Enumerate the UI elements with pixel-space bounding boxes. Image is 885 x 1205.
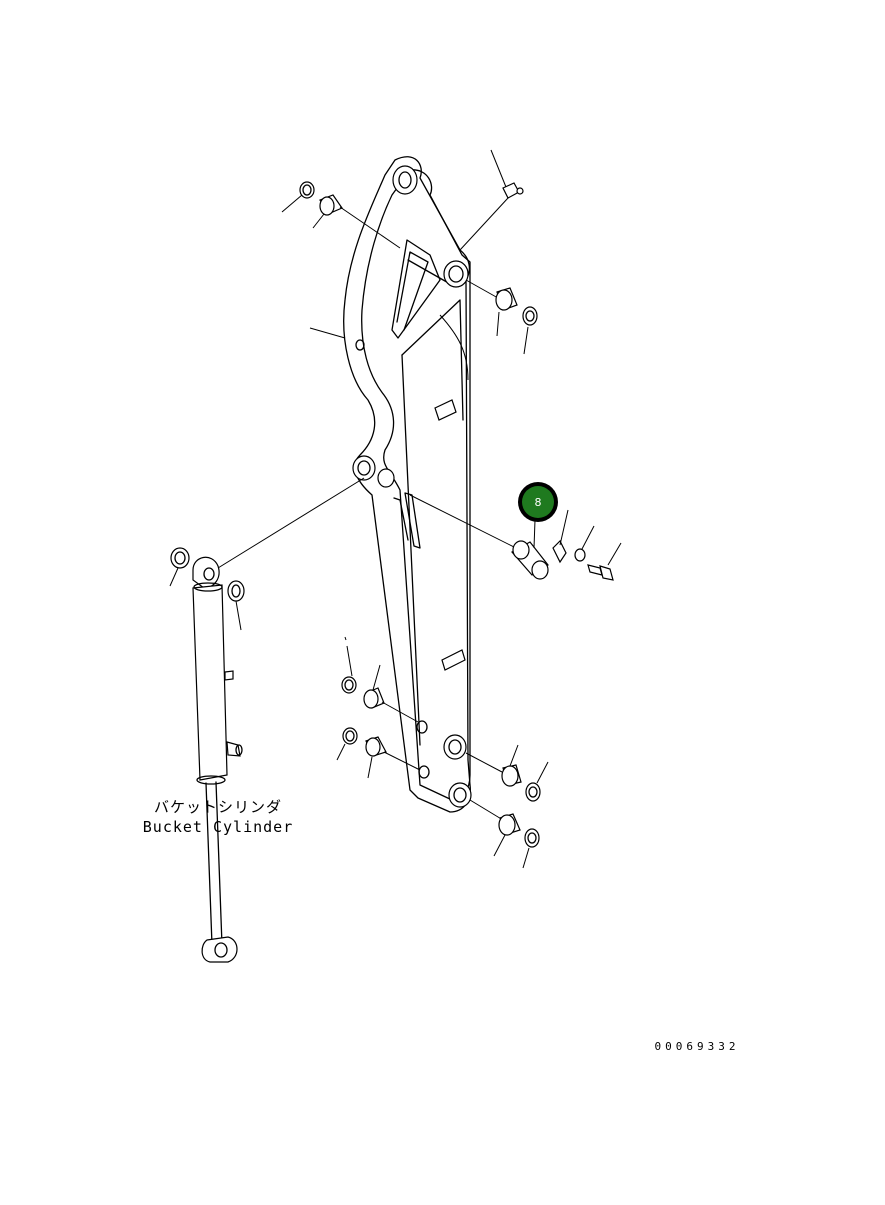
grease-fitting xyxy=(459,149,524,251)
cylinder-mount-boss xyxy=(352,455,376,481)
arm-structure xyxy=(343,156,472,813)
callout-8-badge[interactable]: 8 xyxy=(518,482,558,522)
cylinder-label-english: Bucket Cylinder xyxy=(143,818,293,836)
stopper-block-upper xyxy=(434,399,457,421)
callout-number: 8 xyxy=(535,496,542,509)
arm-leader xyxy=(309,327,346,339)
upper-right-bushing xyxy=(465,279,538,355)
pin-assembly xyxy=(409,494,622,581)
lower-right-bushings xyxy=(465,744,549,869)
stopper-block-lower xyxy=(441,649,466,671)
top-bushing-assembly xyxy=(281,181,401,249)
lower-left-bushings xyxy=(336,636,421,779)
bucket-cylinder xyxy=(169,477,365,963)
cylinder-label-japanese: バケットシリンダ xyxy=(154,798,282,816)
upper-pivot-boss xyxy=(443,260,469,288)
callout-fill xyxy=(522,486,554,518)
bucket-pivot-boss xyxy=(448,782,472,808)
drawing-code: 00069332 xyxy=(655,1040,740,1053)
lower-pivot-boss xyxy=(443,734,467,760)
top-pivot-hole xyxy=(392,165,418,195)
